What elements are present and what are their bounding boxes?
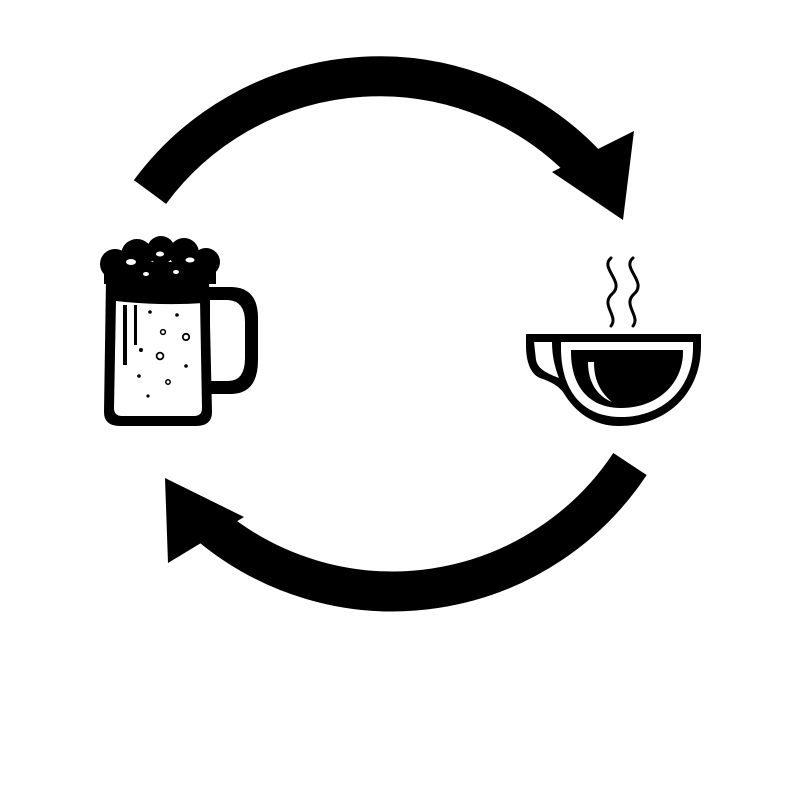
arrow-bottom-icon — [165, 452, 647, 612]
steam-icon — [606, 256, 640, 328]
coffee-cup-icon — [526, 256, 701, 426]
arrow-top-icon — [133, 56, 634, 220]
beer-mug-icon — [100, 236, 258, 426]
